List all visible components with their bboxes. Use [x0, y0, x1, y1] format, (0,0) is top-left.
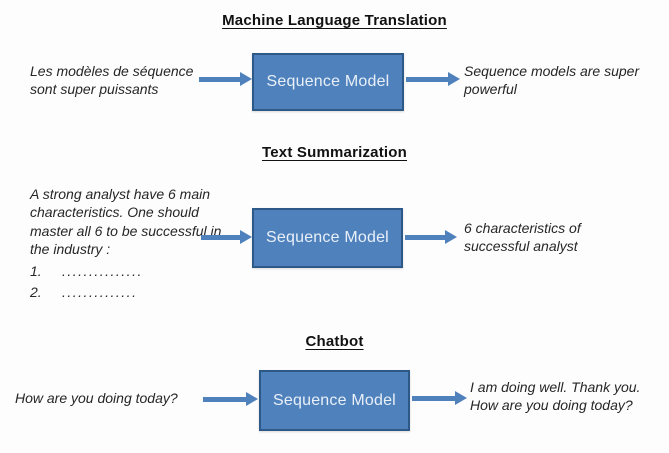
list-number: 1. [30, 262, 42, 279]
arrow-head [455, 391, 467, 405]
summarization-output-text: 6 characteristics of successful analyst [464, 220, 581, 255]
sequence-model-box: Sequence Model [259, 370, 410, 431]
arrow-head [448, 72, 460, 86]
list-number: 2. [30, 284, 42, 301]
section-title-machine-language-translation: Machine Language Translation [222, 12, 447, 29]
arrow-head [246, 392, 258, 406]
sequence-model-label: Sequence Model [266, 73, 390, 90]
summarization-input-text: A strong analyst have 6 main characteris… [30, 185, 222, 302]
chatbot-output-text: I am doing well. Thank you. How are you … [470, 379, 641, 414]
arrow-shaft [405, 234, 445, 240]
arrow-right-icon [405, 230, 457, 244]
arrow-right-icon [203, 392, 258, 406]
arrow-shaft [203, 396, 246, 402]
sequence-model-label: Sequence Model [273, 391, 396, 409]
arrow-right-icon [199, 72, 252, 86]
list-dots: .............. [62, 284, 138, 301]
sequence-model-box: Sequence Model [252, 53, 404, 111]
arrow-shaft [406, 76, 448, 82]
translation-output-text: Sequence models are super powerful [464, 63, 640, 98]
chatbot-input-text: How are you doing today? [15, 390, 178, 406]
list-item: 2. .............. [30, 283, 222, 301]
section-title-text-summarization: Text Summarization [261, 144, 408, 161]
list-dots: ............... [62, 262, 143, 279]
sequence-model-box: Sequence Model [252, 208, 403, 268]
section-title-chatbot: Chatbot [305, 333, 364, 350]
summarization-input-paragraph: A strong analyst have 6 main characteris… [30, 186, 222, 258]
arrow-head [240, 230, 252, 244]
arrow-right-icon [406, 72, 460, 86]
arrow-right-icon [412, 391, 467, 405]
translation-input-text: Les modèles de séquence sont super puiss… [30, 63, 194, 98]
sequence-model-label: Sequence Model [266, 229, 389, 246]
arrow-right-icon [201, 230, 252, 244]
arrow-shaft [199, 76, 240, 82]
arrow-shaft [412, 395, 455, 401]
arrow-head [445, 230, 457, 244]
arrow-shaft [201, 234, 240, 240]
arrow-head [240, 72, 252, 86]
list-item: 1. ............... [30, 262, 222, 280]
